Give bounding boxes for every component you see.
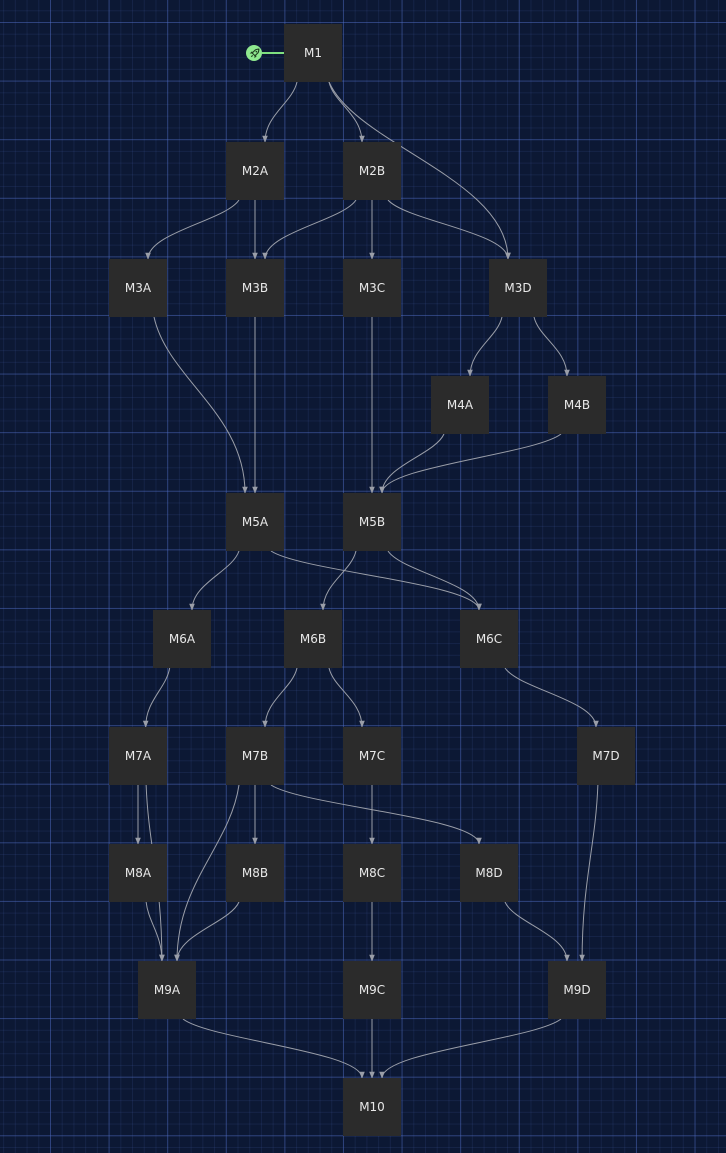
node-m9c[interactable]: M9C <box>343 961 401 1019</box>
edge-m4a-m5b <box>379 433 445 494</box>
node-m8b[interactable]: M8B <box>226 844 284 902</box>
node-m7b[interactable]: M7B <box>226 727 284 785</box>
node-m3a[interactable]: M3A <box>109 259 167 317</box>
edge-m9d-m10 <box>379 1018 562 1079</box>
edge-m2a-m3a <box>145 199 240 260</box>
edge-m5b-m6c <box>387 550 482 611</box>
node-m9a[interactable]: M9A <box>138 961 196 1019</box>
node-m6a[interactable]: M6A <box>153 610 211 668</box>
edge-m6a-m7a <box>142 667 171 728</box>
node-m6b[interactable]: M6B <box>284 610 342 668</box>
node-m2b[interactable]: M2B <box>343 142 401 200</box>
node-m9d[interactable]: M9D <box>548 961 606 1019</box>
node-m10[interactable]: M10 <box>343 1078 401 1136</box>
node-m1[interactable]: M1 <box>284 24 342 82</box>
edge-m7b-m9a <box>174 784 240 962</box>
edge-m3d-m4b <box>533 316 570 377</box>
node-m8a[interactable]: M8A <box>109 844 167 902</box>
edge-m3d-m4a <box>467 316 503 377</box>
edge-m1-m3d <box>328 81 511 260</box>
rocket-glyph <box>249 48 259 58</box>
edge-m6b-m7b <box>262 667 298 728</box>
edge-m4b-m5b <box>379 433 562 494</box>
node-m5b[interactable]: M5B <box>343 493 401 551</box>
node-m6c[interactable]: M6C <box>460 610 518 668</box>
edge-m2b-m3b <box>262 199 357 260</box>
edge-m2b-m3d <box>387 199 511 260</box>
edge-m5a-m6c <box>270 550 482 611</box>
node-m2a[interactable]: M2A <box>226 142 284 200</box>
node-m4a[interactable]: M4A <box>431 376 489 434</box>
edge-m6c-m7d <box>504 667 599 728</box>
start-connector-line <box>262 52 284 54</box>
node-m3c[interactable]: M3C <box>343 259 401 317</box>
node-m7c[interactable]: M7C <box>343 727 401 785</box>
edge-m7b-m8d <box>270 784 482 845</box>
node-m3b[interactable]: M3B <box>226 259 284 317</box>
edge-m8a-m9a <box>145 901 165 962</box>
edge-m8d-m9d <box>504 901 570 962</box>
edge-m5a-m6a <box>189 550 240 611</box>
node-m3d[interactable]: M3D <box>489 259 547 317</box>
edge-m1-m2b <box>328 81 365 143</box>
edge-m7d-m9d <box>579 784 599 962</box>
edge-m9a-m10 <box>182 1018 365 1079</box>
rocket-icon[interactable] <box>246 45 262 61</box>
edge-m3a-m5a <box>153 316 248 494</box>
edge-m1-m2a <box>262 81 298 143</box>
node-m7d[interactable]: M7D <box>577 727 635 785</box>
node-m8c[interactable]: M8C <box>343 844 401 902</box>
node-m8d[interactable]: M8D <box>460 844 518 902</box>
node-m7a[interactable]: M7A <box>109 727 167 785</box>
node-m4b[interactable]: M4B <box>548 376 606 434</box>
node-m5a[interactable]: M5A <box>226 493 284 551</box>
edge-m8b-m9a <box>174 901 240 962</box>
edge-m5b-m6b <box>320 550 357 611</box>
edge-m6b-m7c <box>328 667 365 728</box>
